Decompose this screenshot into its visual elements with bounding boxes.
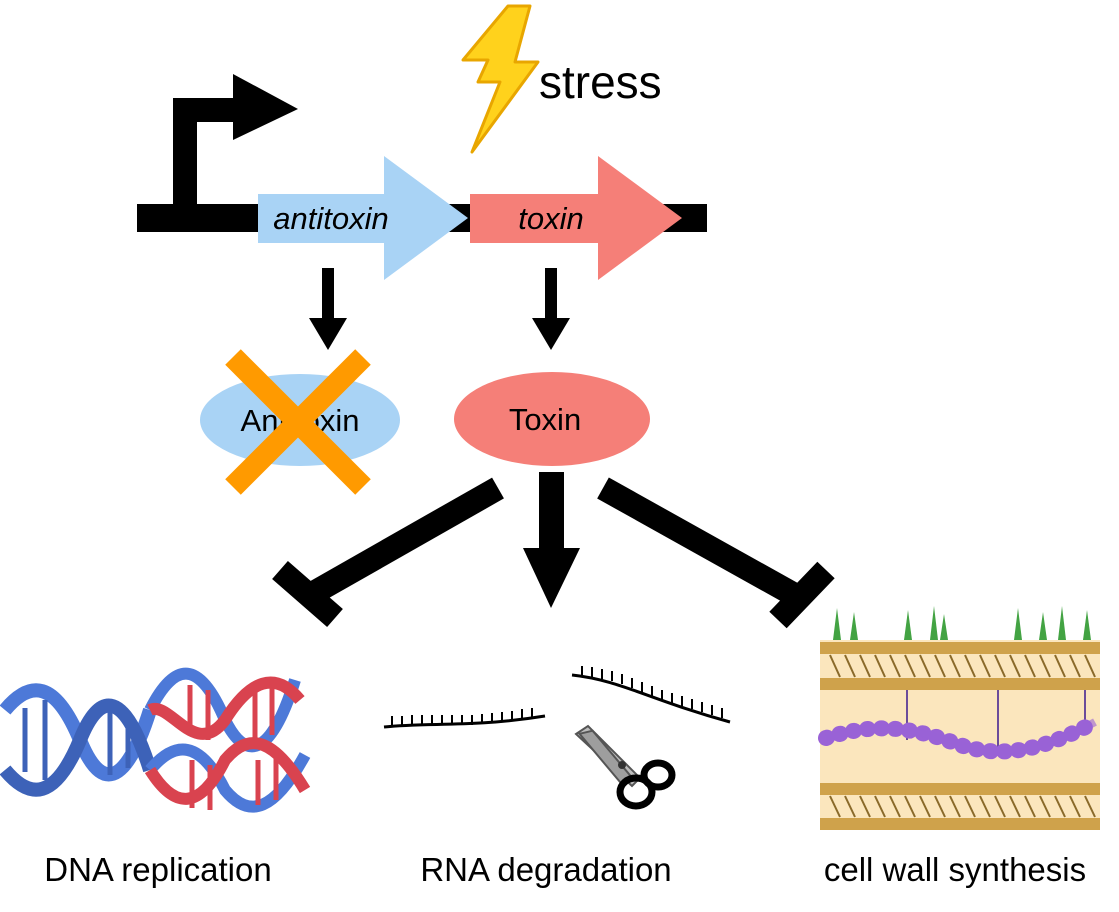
toxin-gene-label: toxin (518, 201, 583, 236)
rna-fragment-left-icon (383, 708, 546, 729)
toxin-protein-label: Toxin (509, 402, 581, 437)
rna-fragment-right-icon (571, 666, 731, 724)
cross-icon (225, 349, 371, 495)
antitoxin-gene-arrow: antitoxin (258, 156, 468, 280)
inhibition-arrow-cell-wall-synthesis (597, 477, 835, 629)
stress-label: stress (539, 56, 662, 108)
cell-wall-membrane-icon (818, 606, 1103, 830)
promoter-arrow-icon (173, 74, 298, 206)
toxin-gene-arrow: toxin (470, 156, 682, 280)
toxin-protein: Toxin (454, 372, 650, 466)
inhibition-arrow-dna-replication (272, 477, 504, 628)
rna-degradation-label: RNA degradation (420, 851, 671, 888)
cell-wall-synthesis-label: cell wall synthesis (824, 851, 1086, 888)
lightning-bolt-icon (461, 4, 540, 154)
scissors-icon (574, 724, 676, 810)
antitoxin-gene-label: antitoxin (273, 201, 388, 236)
activation-arrow-rna-degradation (523, 472, 580, 608)
toxin-expression-arrow (532, 268, 570, 350)
dna-double-helix-icon (0, 667, 311, 813)
dna-replication-label: DNA replication (44, 851, 271, 888)
antitoxin-expression-arrow (309, 268, 347, 350)
